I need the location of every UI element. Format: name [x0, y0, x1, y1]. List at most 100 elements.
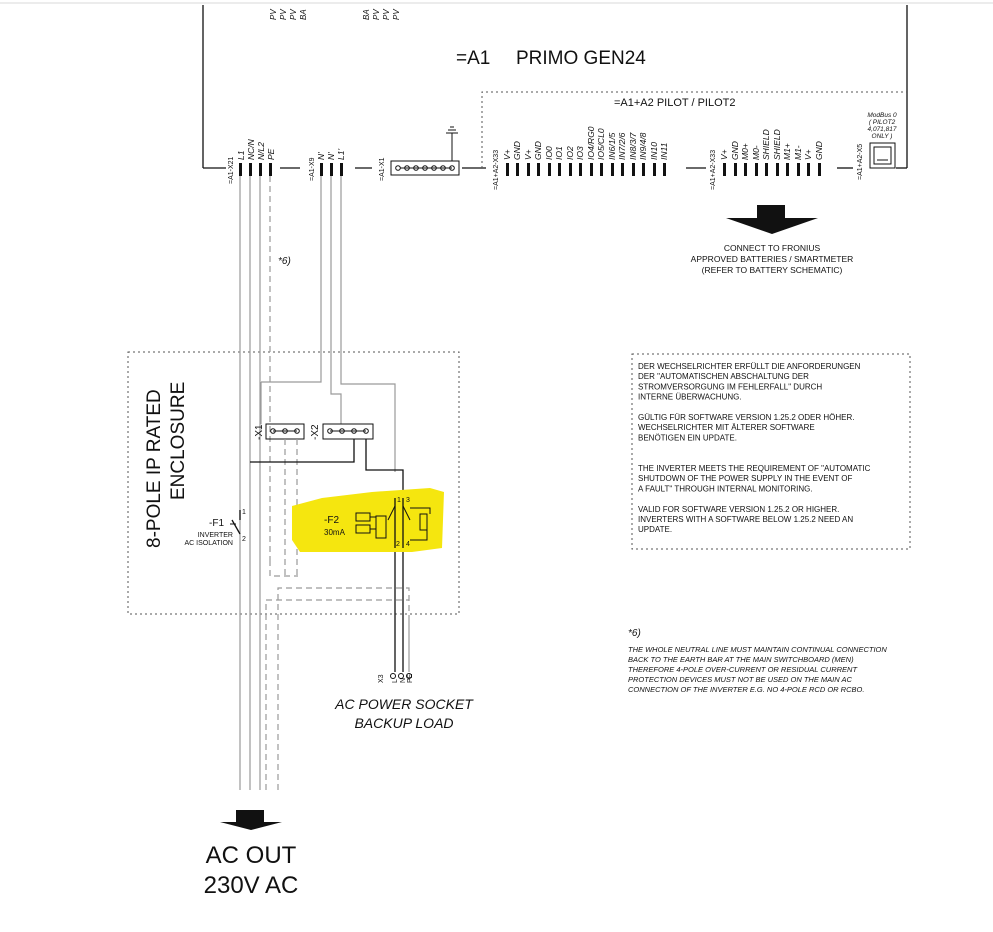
terminal-label: IN7/2/6 [617, 132, 627, 160]
terminal-label: IO3 [575, 146, 585, 160]
x33b-pins [723, 163, 821, 176]
note-line: SHUTDOWN OF THE POWER SUPPLY IN THE EVEN… [638, 474, 853, 483]
f2-rating: 30mA [324, 528, 346, 537]
ac-out-line2: 230V AC [204, 872, 299, 899]
x9-tag: =A1-X9 [309, 157, 316, 181]
f2-tag: -F2 [324, 515, 339, 526]
top-terminal-label: PV [279, 9, 288, 20]
f1-desc: INVERTER [198, 532, 233, 539]
modbus-label: ( PILOT2 [869, 119, 896, 126]
socket-terminal: N [400, 678, 407, 683]
battery-note-line: (REFER TO BATTERY SCHEMATIC) [702, 265, 843, 275]
x33a-labels: V+ GND V+ GND IO0 IO1 IO2 IO3 IO4/RG0 IO… [502, 126, 669, 160]
terminal-label: GND [512, 141, 522, 160]
terminal-label: L1 [236, 150, 246, 160]
terminal-label: IO2 [565, 146, 575, 160]
x2-block-tag: -X2 [310, 424, 321, 440]
terminal-label: IO4/RG0 [586, 126, 596, 160]
footnote-line: THEREFORE 4-POLE OVER-CURRENT OR RESIDUA… [628, 665, 858, 674]
footnote-line: PROTECTION DEVICES MUST NOT BE USED ON T… [628, 675, 852, 684]
top-terminal-label: PV [372, 9, 381, 20]
x5-tag: =A1+A2-X5 [857, 144, 864, 180]
terminal-label: M1+ [782, 143, 792, 160]
note-line: STROMVERSORGUNG IM FEHLERFALL" DURCH [638, 382, 822, 391]
f2-pin: 3 [406, 497, 410, 504]
terminal-label: N' [326, 152, 336, 160]
top-terminal-label: PV [382, 9, 391, 20]
x5-modbus-port: =A1+A2-X5 ModBus 0 ( PILOT2 4,071,817 ON… [857, 112, 897, 180]
terminal-label: V+ [523, 149, 533, 160]
x33b-tag: =A1+A2-X33 [710, 150, 717, 190]
battery-note-line: CONNECT TO FRONIUS [724, 243, 821, 253]
highlight-mark [292, 488, 444, 552]
note-line: DER WECHSELRICHTER ERFÜLLT DIE ANFORDERU… [638, 362, 861, 371]
pilot-title: =A1+A2 PILOT / PILOT2 [614, 97, 735, 109]
socket-label: BACKUP LOAD [354, 715, 453, 731]
enclosure-box: 8-POLE IP RATED ENCLOSURE [127, 351, 460, 615]
socket-terminals: X3 L N PE AC POWER SOCKET BACKUP LOAD [334, 673, 474, 731]
top-terminal-label: PV [392, 9, 401, 20]
battery-note-line: APPROVED BATTERIES / SMARTMETER [691, 254, 854, 264]
note-line: VALID FOR SOFTWARE VERSION 1.25.2 OR HIG… [638, 505, 839, 514]
footnote-ref-bottom: *6) [628, 628, 641, 639]
socket-x3-tag: X3 [378, 674, 385, 683]
f1-isolator: 1 2 -F1 INVERTER AC ISOLATION [185, 509, 247, 547]
x1-screw-terminals [395, 165, 401, 171]
x1-block: -X1 [254, 423, 305, 440]
note-line: BENÖTIGEN EIN UPDATE. [638, 433, 737, 442]
x9-terminal-group: =A1-X9 N' N' L1' [309, 149, 346, 181]
terminal-label: IN8/3/7 [628, 132, 638, 160]
note-line: UPDATE. [638, 525, 672, 534]
terminal-label: IO0 [544, 146, 554, 160]
x21-terminal-labels: L1 NC/N N/L2 PE [236, 138, 276, 160]
note-line: INVERTERS WITH A SOFTWARE BELOW 1.25.2 N… [638, 515, 853, 524]
terminal-label: IO1 [554, 146, 564, 160]
x21-tag: =A1-X21 [228, 156, 235, 184]
note-line: DER "AUTOMATISCHEN ABSCHALTUNG DER [638, 372, 809, 381]
enclosure-title-line1: 8-POLE IP RATED [144, 389, 165, 548]
terminal-label: GND [533, 141, 543, 160]
f1-pin1: 1 [242, 509, 246, 516]
footnote-line: THE WHOLE NEUTRAL LINE MUST MAINTAIN CON… [628, 645, 887, 654]
f2-pin: 4 [406, 541, 410, 548]
note-line: INTERNE ÜBERWACHUNG. [638, 393, 742, 402]
x1-block-tag: -X1 [254, 424, 265, 440]
f1-desc: AC ISOLATION [185, 540, 234, 547]
f2-pin: 1 [397, 497, 401, 504]
f2-rcd: -F2 30mA 1 3 2 4 [292, 488, 444, 552]
top-terminal-label: PV [289, 9, 298, 20]
terminal-label: IN6/1/5 [607, 132, 617, 160]
note-line: A FAULT" THROUGH INTERNAL MONITORING. [638, 484, 813, 493]
x21-terminal-group: =A1-X21 L1 NC/N N/L2 PE [228, 138, 276, 184]
x33a-tag: =A1+A2-X33 [493, 150, 500, 190]
terminal-label: M1- [793, 145, 803, 160]
terminal-label: IN9/4/8 [638, 132, 648, 160]
pilot-box: =A1+A2 PILOT / PILOT2 [481, 91, 907, 168]
footnote-line: CONNECTION OF THE INVERTER E.G. NO 4-POL… [628, 685, 864, 694]
footnote: *6) THE WHOLE NEUTRAL LINE MUST MAINTAIN… [628, 628, 887, 694]
inverter-name: PRIMO GEN24 [516, 48, 646, 69]
terminal-label: V+ [502, 149, 512, 160]
top-terminal-label: BA [299, 9, 308, 20]
enclosure-title-line2: ENCLOSURE [168, 382, 189, 500]
terminal-label: M0+ [740, 143, 750, 160]
x33a-pins [506, 163, 666, 176]
top-terminals-right: BA PV PV PV [362, 9, 401, 20]
terminal-label: SHIELD [772, 129, 782, 160]
terminal-label: PE [266, 148, 276, 160]
terminal-label: IN11 [659, 142, 669, 160]
note-line: THE INVERTER MEETS THE REQUIREMENT OF "A… [638, 464, 871, 473]
terminal-label: V+ [803, 149, 813, 160]
footnote-ref: *6) [278, 256, 291, 267]
ac-out-line1: AC OUT [206, 842, 297, 869]
note-box: DER WECHSELRICHTER ERFÜLLT DIE ANFORDERU… [631, 353, 911, 550]
f2-pin: 2 [396, 541, 400, 548]
footnote-line: BACK TO THE EARTH BAR AT THE MAIN SWITCH… [628, 655, 854, 664]
terminal-label: L1' [336, 149, 346, 160]
terminal-label: V+ [719, 149, 729, 160]
f1-pin2: 2 [242, 536, 246, 543]
x33b-terminal-group: =A1+A2-X33 V+ GND M0+ M0- SHIELD SHIELD … [710, 129, 824, 190]
earth-icon [446, 126, 458, 134]
inverter-designation: =A1 [456, 48, 490, 69]
